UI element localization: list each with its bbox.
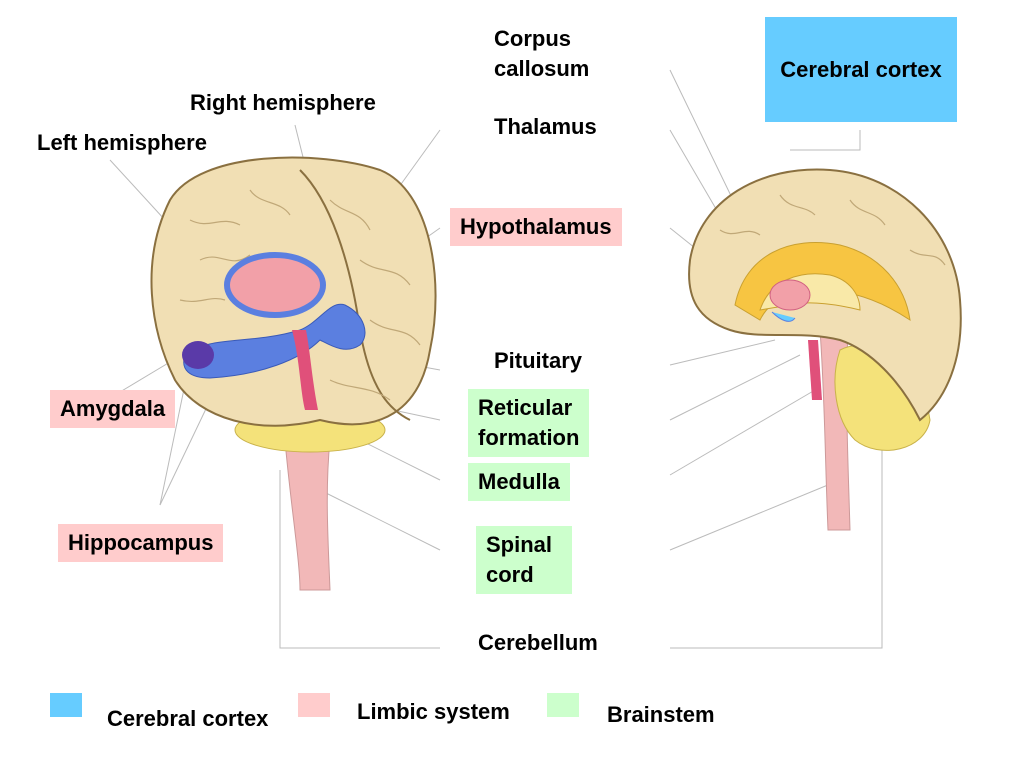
- corpus-callosum-label: Corpus callosum: [494, 26, 590, 81]
- brainstem-ribbon: [292, 330, 318, 410]
- cerebral-cortex-label: Cerebral cortex: [765, 17, 957, 122]
- limbic-arc-shape: [183, 303, 366, 379]
- legend-label-limbic: Limbic system: [357, 699, 510, 724]
- left-hemisphere-label: Left hemisphere: [37, 130, 207, 155]
- right-hemisphere-label: Right hemisphere: [190, 90, 376, 115]
- hypothalamus-label: Hypothalamus: [450, 208, 622, 246]
- lateral-brain-illustration: [150, 156, 437, 591]
- thalamus-shape: [224, 252, 326, 318]
- spinal-cord-label: Spinal cord: [476, 526, 572, 594]
- hippocampus-label: Hippocampus: [58, 524, 224, 562]
- legend-swatch-cortex: [50, 693, 82, 717]
- reticular-formation-label: Reticular formation: [468, 389, 590, 457]
- legend-label-brainstem: Brainstem: [607, 702, 715, 727]
- amygdala-label: Amygdala: [50, 390, 176, 428]
- medulla-label: Medulla: [468, 463, 570, 501]
- legend-swatch-brainstem: [547, 693, 579, 717]
- legend-swatch-limbic: [298, 693, 330, 717]
- pituitary-label: Pituitary: [494, 348, 583, 373]
- thalamus-label: Thalamus: [494, 114, 597, 139]
- legend-label-cortex: Cerebral cortex: [107, 706, 269, 731]
- cerebellum-label: Cerebellum: [478, 630, 598, 655]
- spinal-cord-shape: [284, 439, 331, 591]
- sagittal-brain-illustration: [688, 168, 962, 531]
